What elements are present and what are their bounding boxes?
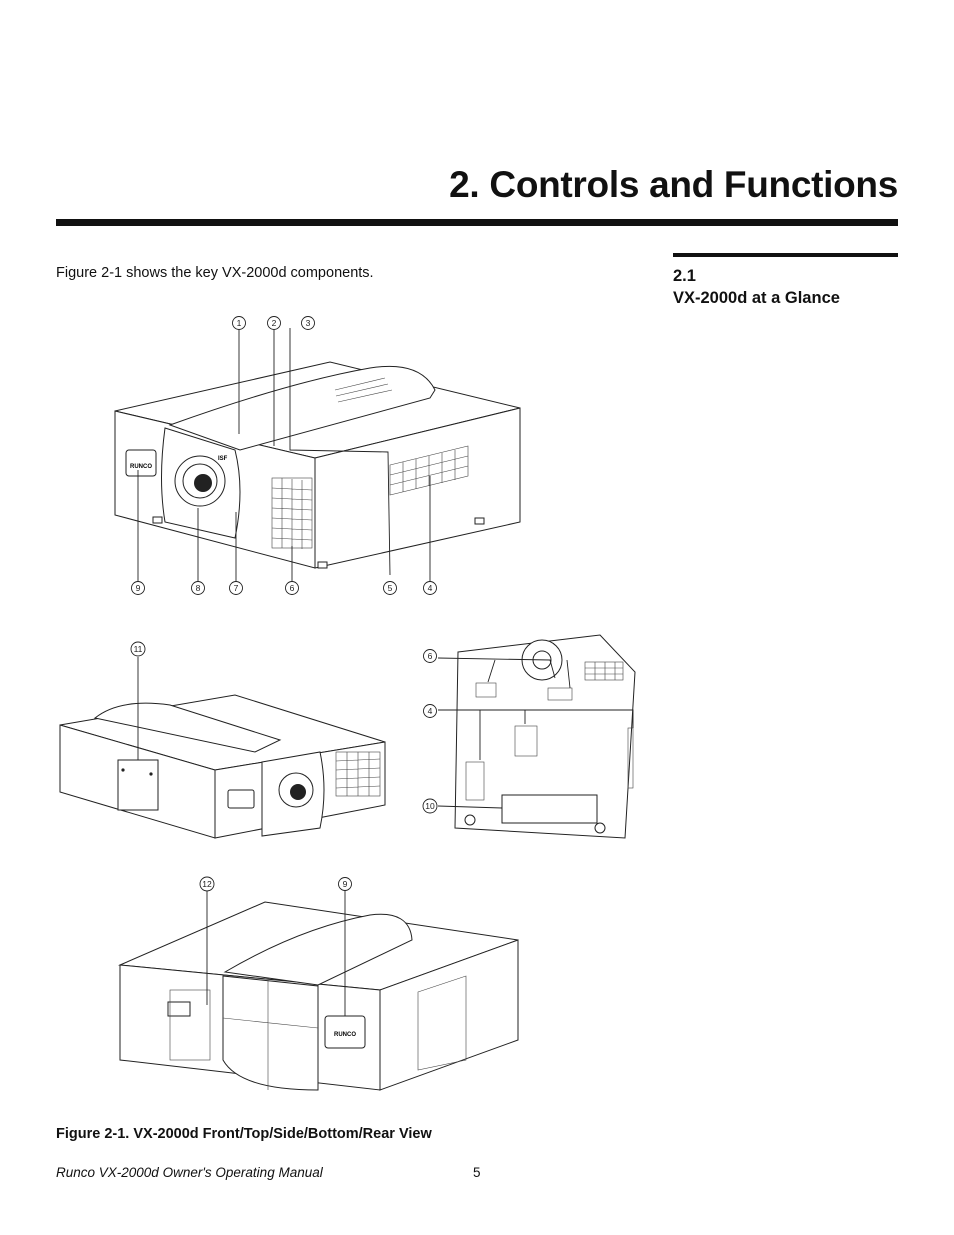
callout-4: 4 (428, 583, 433, 593)
lens-badge: ISF (218, 456, 228, 462)
rear-view: RUNCO (118, 889, 519, 1091)
figure-caption: Figure 2-1. VX-2000d Front/Top/Side/Bott… (56, 1126, 432, 1142)
section-rule (673, 253, 898, 257)
callout-11: 11 (134, 644, 143, 654)
callout-6: 6 (428, 651, 433, 661)
section-title: VX-2000d at a Glance (673, 289, 840, 307)
callout-8: 8 (196, 583, 201, 593)
footer-page-number: 5 (473, 1165, 481, 1180)
bottom-view (437, 634, 636, 839)
rear-callouts: 12 9 (199, 876, 352, 892)
callout-2: 2 (272, 318, 277, 328)
chapter-title: 2. Controls and Functions (449, 164, 898, 205)
callout-3: 3 (306, 318, 311, 328)
projector-illustrations: RUNCO ISF 1 2 3 9 8 7 6 5 4 (59, 316, 636, 1091)
callout-10: 10 (425, 801, 435, 811)
front-view: RUNCO ISF (114, 328, 521, 587)
logo-text: RUNCO (130, 464, 152, 470)
intro-text: Figure 2-1 shows the key VX-2000d compon… (56, 265, 374, 281)
callout-1: 1 (237, 318, 242, 328)
projector-figure: RUNCO ISF 1 2 3 9 8 7 6 5 4 (40, 300, 660, 1110)
callout-4: 4 (428, 706, 433, 716)
callout-9: 9 (343, 879, 348, 889)
callout-6: 6 (290, 583, 295, 593)
side-vent-grille (389, 445, 469, 496)
callout-12: 12 (202, 879, 212, 889)
rear-logo-text: RUNCO (334, 1032, 356, 1038)
side-view (59, 657, 386, 839)
front-callouts: 1 2 3 9 8 7 6 5 4 (131, 316, 437, 595)
callout-5: 5 (388, 583, 393, 593)
section-number: 2.1 (673, 267, 696, 285)
side-callouts: 11 (130, 641, 146, 657)
chapter-rule (56, 219, 898, 226)
callout-7: 7 (234, 583, 239, 593)
logo-badge: RUNCO (125, 449, 157, 477)
callout-9: 9 (136, 583, 141, 593)
footer-manual: Runco VX-2000d Owner's Operating Manual (56, 1165, 323, 1180)
section-heading: 2.1 VX-2000d at a Glance (673, 265, 840, 309)
bottom-callouts: 6 4 10 (422, 649, 438, 814)
